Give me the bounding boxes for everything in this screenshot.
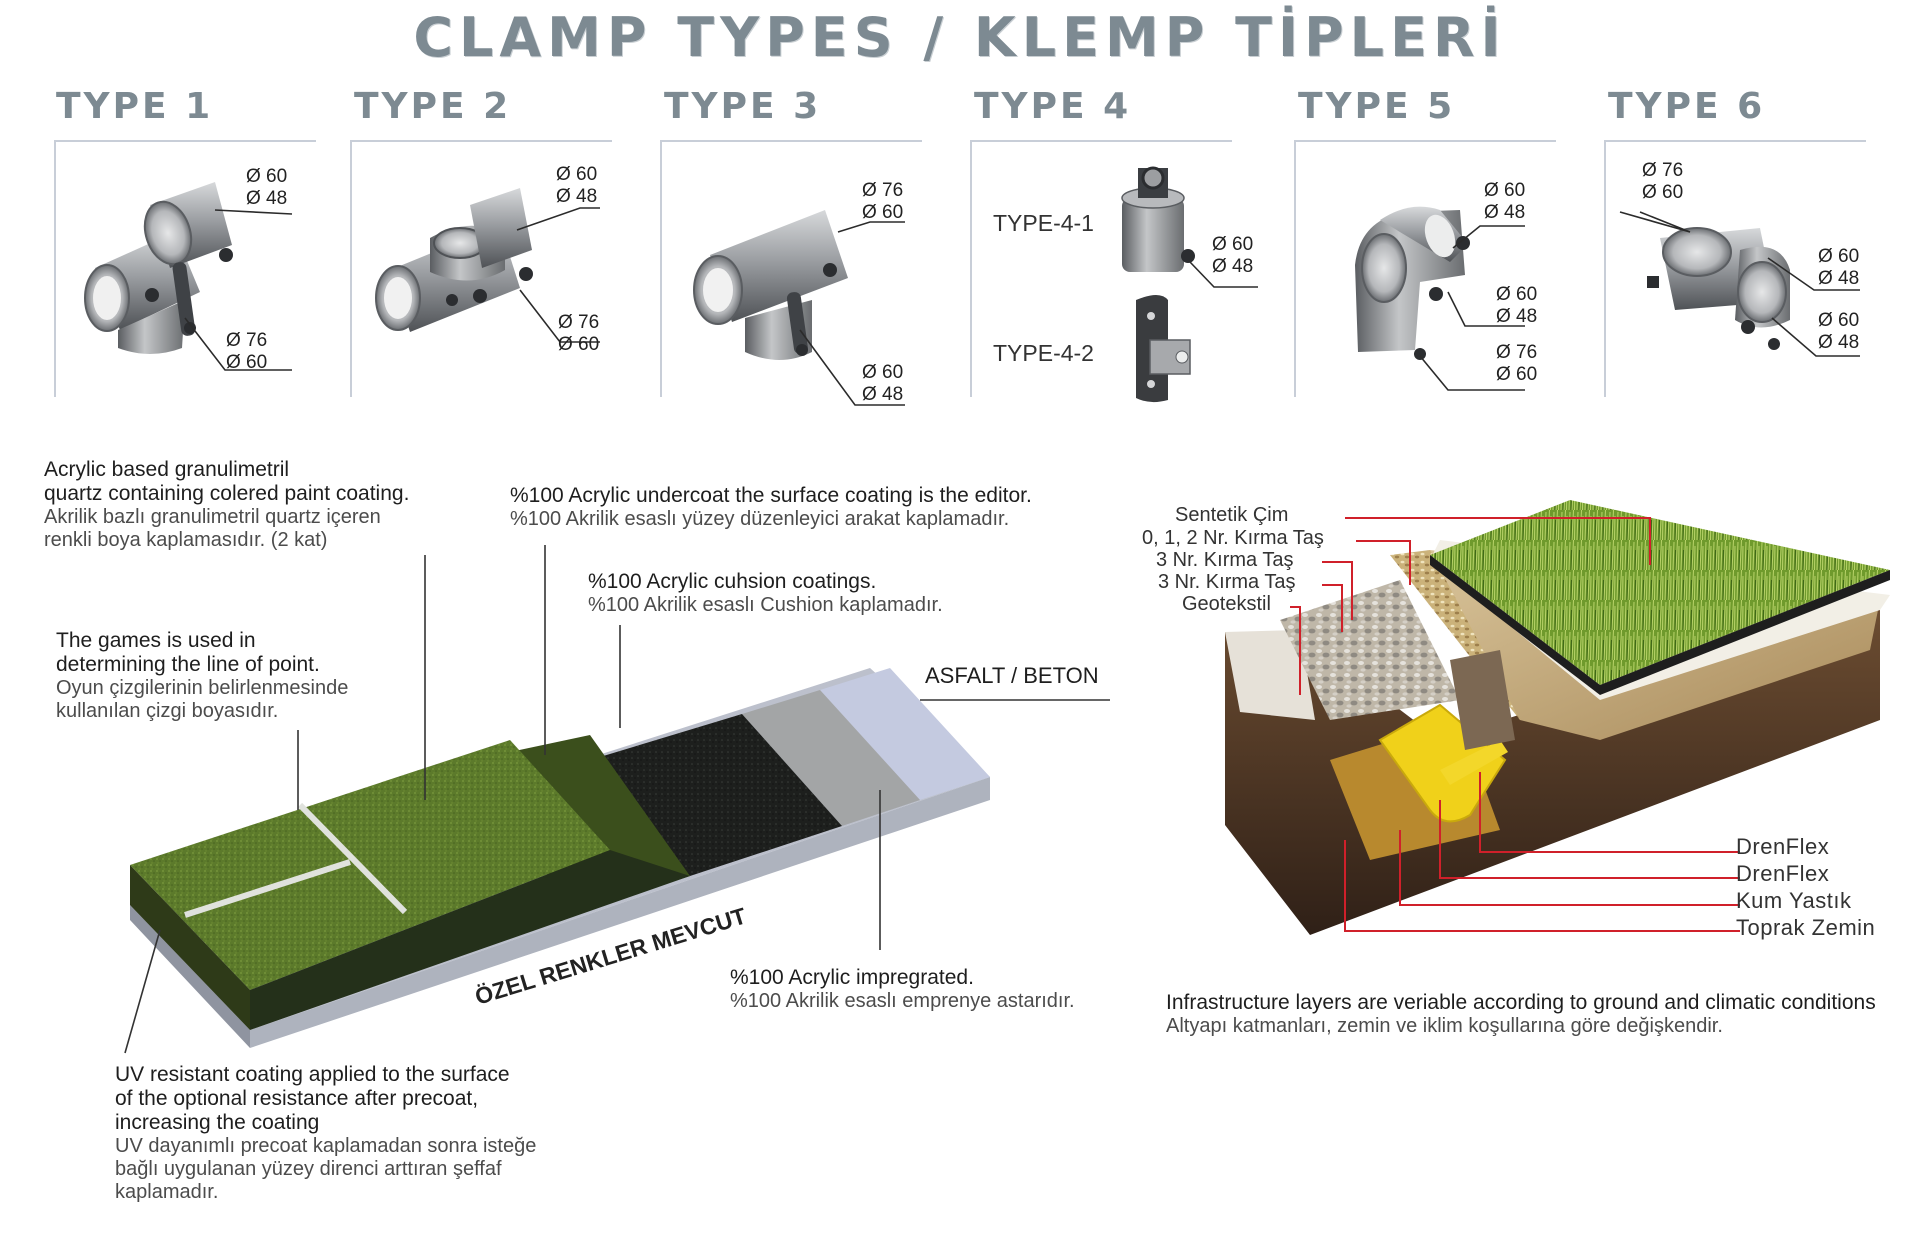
court-layers-illustration <box>130 668 990 1048</box>
label-crushed-stone-012: 0, 1, 2 Nr. Kırma Taş <box>1142 527 1324 549</box>
note-impregnated-tr: %100 Akrilik esaslı emprenye astarıdır. <box>730 990 1075 1012</box>
type-2-clamp-icon <box>375 188 533 332</box>
note-cushion-en: %100 Acrylic cuhsion coatings. <box>588 570 877 593</box>
type-6-clamp-icon <box>1647 227 1790 350</box>
type-2-dim-bottom: Ø 76 Ø 60 <box>558 312 600 355</box>
type-2-dim-top: Ø 60 Ø 48 <box>556 164 598 207</box>
note-undercoat-en: %100 Acrylic undercoat the surface coati… <box>510 484 1032 507</box>
type-6-dim-middle: Ø 60 Ø 48 <box>1818 246 1860 289</box>
label-crushed-stone-3b: 3 Nr. Kırma Taş <box>1158 571 1296 593</box>
type-6-heading: TYPE 6 <box>1608 86 1766 127</box>
label-synthetic-grass: Sentetik Çim <box>1175 504 1289 526</box>
page-title: CLAMP TYPES / KLEMP TİPLERİ <box>413 6 1507 69</box>
label-sand-bed: Kum Yastık <box>1736 888 1852 913</box>
note-lines-tr: Oyun çizgilerinin belirlenmesinde kullan… <box>56 677 349 722</box>
type-5-dim-top: Ø 60 Ø 48 <box>1484 180 1526 223</box>
turf-caption-tr: Altyapı katmanları, zemin ve iklim koşul… <box>1166 1015 1723 1037</box>
type-5-dim-bottom: Ø 76 Ø 60 <box>1496 342 1538 385</box>
note-lines-en: The games is used in determining the lin… <box>56 629 320 676</box>
type-1-heading: TYPE 1 <box>56 86 214 127</box>
note-uv-en: UV resistant coating applied to the surf… <box>115 1063 510 1134</box>
type-5-clamp-icon <box>1355 206 1470 360</box>
clamp-dimension-leaders <box>184 207 1860 406</box>
turf-red-leaders <box>1290 517 1740 932</box>
note-cushion-tr: %100 Akrilik esaslı Cushion kaplamadır. <box>588 594 943 616</box>
type-1-dim-top: Ø 60 Ø 48 <box>246 166 288 209</box>
label-geotextile: Geotekstil <box>1182 593 1271 615</box>
base-label: ASFALT / BETON <box>925 663 1099 688</box>
note-cushion: %100 Acrylic cuhsion coatings. %100 Akri… <box>588 570 943 617</box>
type-6-dim-top: Ø 76 Ø 60 <box>1642 160 1684 203</box>
turf-caption: Infrastructure layers are veriable accor… <box>1166 991 1876 1038</box>
note-top-coat-en: Acrylic based granulimetril quartz conta… <box>44 458 410 505</box>
type-4-heading: TYPE 4 <box>974 86 1132 127</box>
label-drenflex-2: DrenFlex <box>1736 861 1830 886</box>
note-lines: The games is used in determining the lin… <box>56 629 348 723</box>
label-crushed-stone-3a: 3 Nr. Kırma Taş <box>1156 549 1294 571</box>
type-4-1-clamp-icon <box>1121 166 1195 272</box>
type-1-clamp-icon <box>84 182 233 354</box>
label-drenflex-1: DrenFlex <box>1736 834 1830 859</box>
type-4-1-label: TYPE-4-1 <box>993 210 1094 236</box>
type-3-heading: TYPE 3 <box>664 86 822 127</box>
note-undercoat-tr: %100 Akrilik esaslı yüzey düzenleyici ar… <box>510 508 1010 530</box>
note-top-coat: Acrylic based granulimetril quartz conta… <box>44 458 409 552</box>
note-top-coat-tr: Akrilik bazlı granulimetril quartz içere… <box>44 506 381 551</box>
type-4-2-label: TYPE-4-2 <box>993 340 1094 366</box>
type-3-dim-top: Ø 76 Ø 60 <box>862 180 904 223</box>
note-impregnated: %100 Acrylic impregrated. %100 Akrilik e… <box>730 966 1075 1013</box>
note-impregnated-en: %100 Acrylic impregrated. <box>730 966 974 989</box>
type-2-heading: TYPE 2 <box>354 86 512 127</box>
court-leaders <box>124 545 1110 1054</box>
type-4-dim: Ø 60 Ø 48 <box>1212 234 1254 277</box>
type-5-heading: TYPE 5 <box>1298 86 1456 127</box>
type-3-dim-bottom: Ø 60 Ø 48 <box>862 362 904 405</box>
turf-caption-en: Infrastructure layers are veriable accor… <box>1166 991 1876 1014</box>
note-uv-tr: UV dayanımlı precoat kaplamadan sonra is… <box>115 1135 537 1203</box>
note-uv: UV resistant coating applied to the surf… <box>115 1063 536 1204</box>
type-5-dim-middle: Ø 60 Ø 48 <box>1496 284 1538 327</box>
turf-layers-illustration <box>1225 500 1890 935</box>
type-6-dim-bottom: Ø 60 Ø 48 <box>1818 310 1860 353</box>
label-soil-ground: Toprak Zemin <box>1736 915 1876 940</box>
note-undercoat: %100 Acrylic undercoat the surface coati… <box>510 484 1032 531</box>
type-3-clamp-icon <box>693 210 848 360</box>
type-4-2-clamp-icon <box>1136 295 1191 403</box>
type-1-dim-bottom: Ø 76 Ø 60 <box>226 330 268 373</box>
